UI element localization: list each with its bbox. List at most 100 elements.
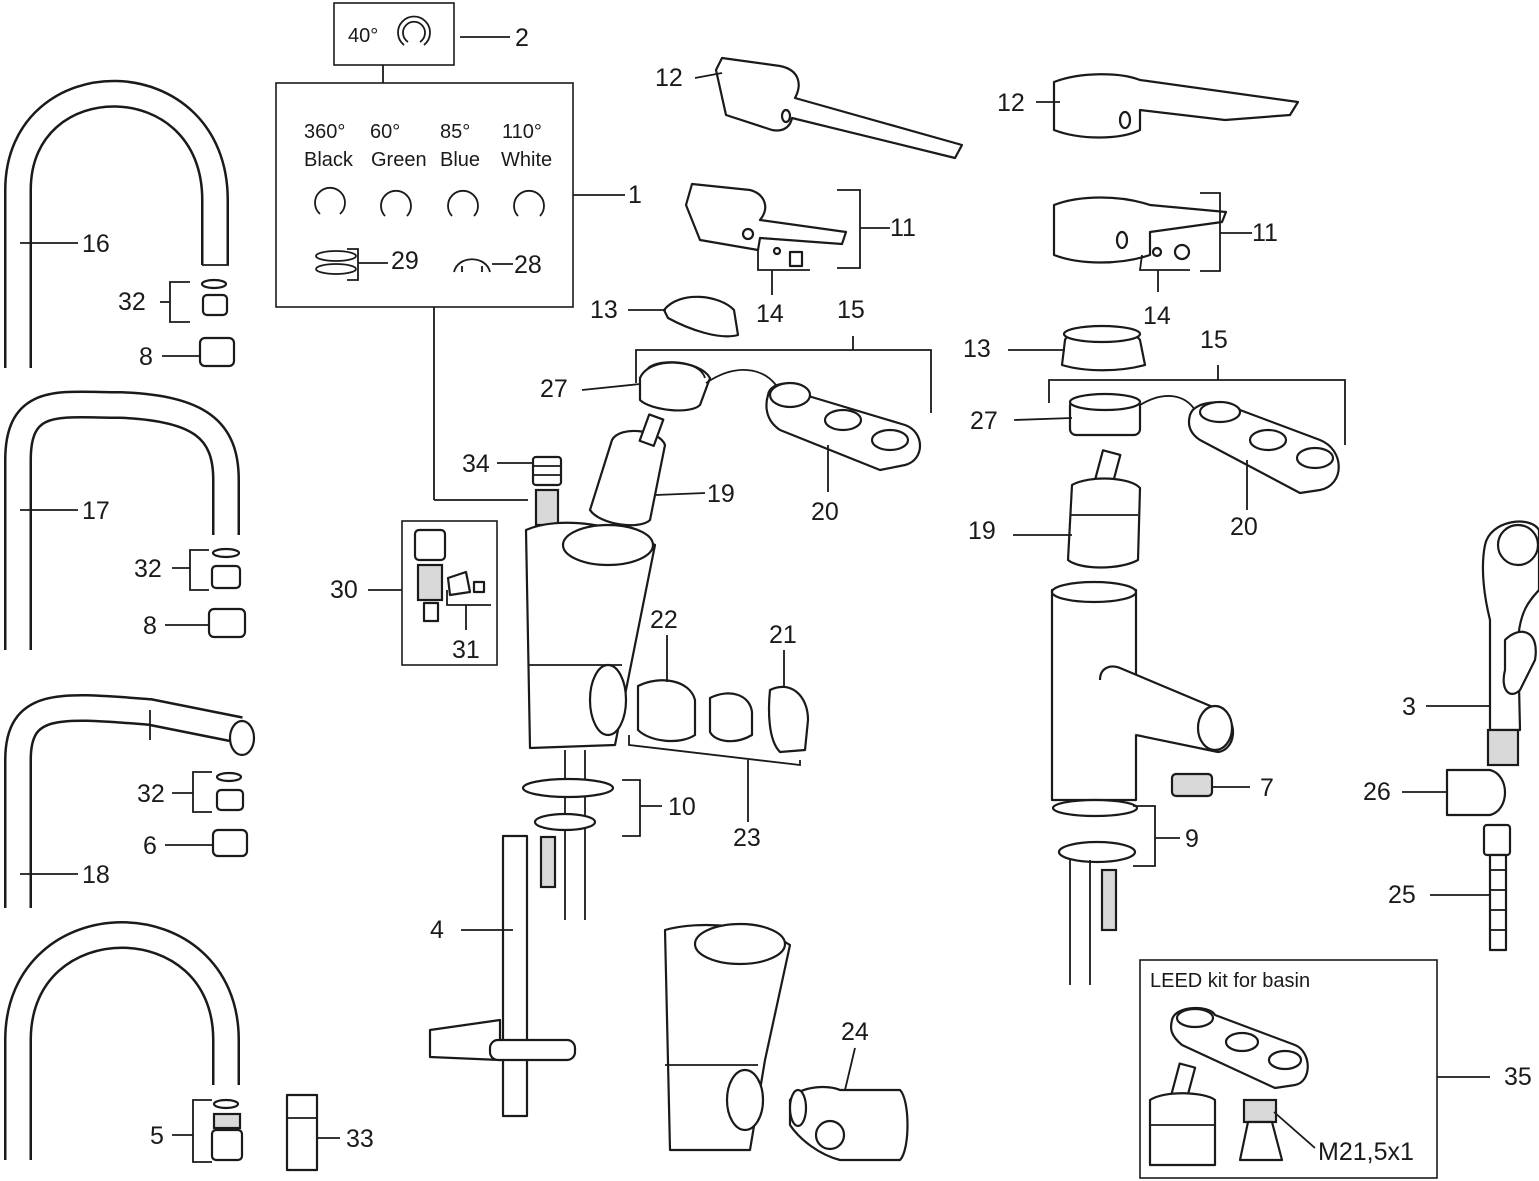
cartridge-22-23-group: [628, 679, 810, 822]
part-label: 9: [1185, 825, 1199, 853]
part-label: 11: [890, 214, 916, 242]
part-label: 17: [82, 497, 110, 525]
part-label: 12: [997, 89, 1025, 117]
part-label: 22: [650, 606, 678, 634]
ring-color-black: Black: [304, 149, 354, 171]
part-label: 27: [540, 375, 568, 403]
mount-ring-10: [521, 777, 662, 889]
hose-25: [1482, 823, 1512, 952]
aerator-set-mid: [207, 547, 247, 639]
cartridge-19-right: [1066, 449, 1142, 569]
part-label: 15: [1200, 326, 1228, 354]
part-label: 14: [1143, 302, 1171, 330]
part-label: 27: [970, 407, 998, 435]
ring-angle-blue: 85°: [440, 121, 470, 143]
aerator-set-bottom: [210, 1093, 319, 1172]
part-label: 24: [841, 1018, 869, 1046]
part-label: 12: [655, 64, 683, 92]
hand-shower-3: [1481, 520, 1539, 767]
part-label: 26: [1363, 778, 1391, 806]
ring-color-green: Green: [371, 149, 427, 171]
leed-thread-size: M21,5x1: [1318, 1138, 1414, 1166]
faucet-body-tapered: [524, 521, 657, 920]
part-label: 32: [118, 288, 146, 316]
part-label: 31: [452, 636, 480, 664]
spout-5: [3, 921, 240, 1160]
part-label: 30: [330, 576, 358, 604]
lever-handle-12-left: [714, 56, 964, 160]
part-label: 18: [82, 861, 110, 889]
base-plate-20-left: [765, 381, 921, 472]
bracket-15-right: [1048, 365, 1346, 445]
limit-ring-angles: 360° 60° 85° 110° Black Green Blue White: [304, 121, 552, 171]
limit-stop-box-small: [333, 2, 455, 83]
spout-17: [4, 390, 240, 650]
bracket-15-left: [635, 336, 932, 413]
part-label: 35: [1504, 1063, 1532, 1091]
part-label: 29: [391, 247, 419, 275]
lever-handle-12-right: [1052, 73, 1300, 139]
limit-small-angle: 40°: [348, 25, 378, 47]
part-label: 6: [143, 832, 157, 860]
ring-color-blue: Blue: [440, 149, 480, 171]
base-plate-20-right: [1187, 400, 1340, 495]
spout-18: [4, 693, 256, 908]
part-label: 4: [430, 916, 444, 944]
part-label: 14: [756, 300, 784, 328]
part-label: 25: [1388, 881, 1416, 909]
part-label: 20: [1230, 513, 1258, 541]
part-label: 10: [668, 793, 696, 821]
part-label: 5: [150, 1122, 164, 1150]
leed-kit-box: LEED kit for basin: [1139, 959, 1490, 1179]
part-label: 33: [346, 1125, 374, 1153]
part-label: 11: [1252, 219, 1278, 247]
faucet-body-alt: [663, 922, 792, 1152]
ring-angle-green: 60°: [370, 121, 400, 143]
part-label: 19: [707, 480, 735, 508]
part-label: 28: [514, 251, 542, 279]
ring-angle-black: 360°: [304, 121, 345, 143]
aerator-set-top: [198, 278, 236, 368]
ring-color-white: White: [501, 149, 552, 171]
thermostatic-valve-24: [788, 1085, 909, 1162]
faucet-body-cylinder: [1050, 580, 1235, 985]
part-label: 8: [139, 343, 153, 371]
part-labels: 1 2 3 4 5 6 7 8 8 9 10 11 11 12 12 13 13…: [82, 24, 1532, 1153]
part-label: 32: [137, 780, 165, 808]
cap-13-right: [1060, 324, 1147, 372]
ring-angle-white: 110°: [502, 121, 542, 143]
part-label: 3: [1402, 693, 1416, 721]
hose-cone-26: [1445, 768, 1506, 817]
handle-body-11-left: [684, 182, 848, 268]
cap-13-left: [662, 295, 740, 338]
part-label: 34: [462, 450, 490, 478]
part-label: 23: [733, 824, 761, 852]
part-label: 13: [590, 296, 618, 324]
part-label: 15: [837, 296, 865, 324]
handle-body-11-right: [1052, 192, 1228, 272]
spindle-34: [531, 455, 563, 527]
part-label: 20: [811, 498, 839, 526]
leed-kit-title: LEED kit for basin: [1150, 970, 1310, 992]
part-label: 32: [134, 555, 162, 583]
part-label: 8: [143, 612, 157, 640]
nut-27-right: [1068, 392, 1196, 437]
aerator-set-low: [211, 771, 249, 858]
adapter-kit-30: [401, 520, 498, 666]
limit-ring-icons: [314, 187, 545, 217]
spout-16: [4, 79, 229, 368]
part-label: 2: [515, 24, 529, 52]
leader-lines: [20, 36, 1490, 1163]
part-label: 21: [769, 621, 797, 649]
part-label: 19: [968, 517, 996, 545]
part-label: 7: [1260, 774, 1274, 802]
part-label: 16: [82, 230, 110, 258]
part-label: 13: [963, 335, 991, 363]
cartridge-19-left: [588, 413, 667, 527]
part-label: 1: [628, 181, 642, 209]
limit-stop-box-large: [275, 82, 574, 501]
nut-27-left: [638, 361, 781, 412]
mounting-rod-4: [428, 834, 577, 1118]
